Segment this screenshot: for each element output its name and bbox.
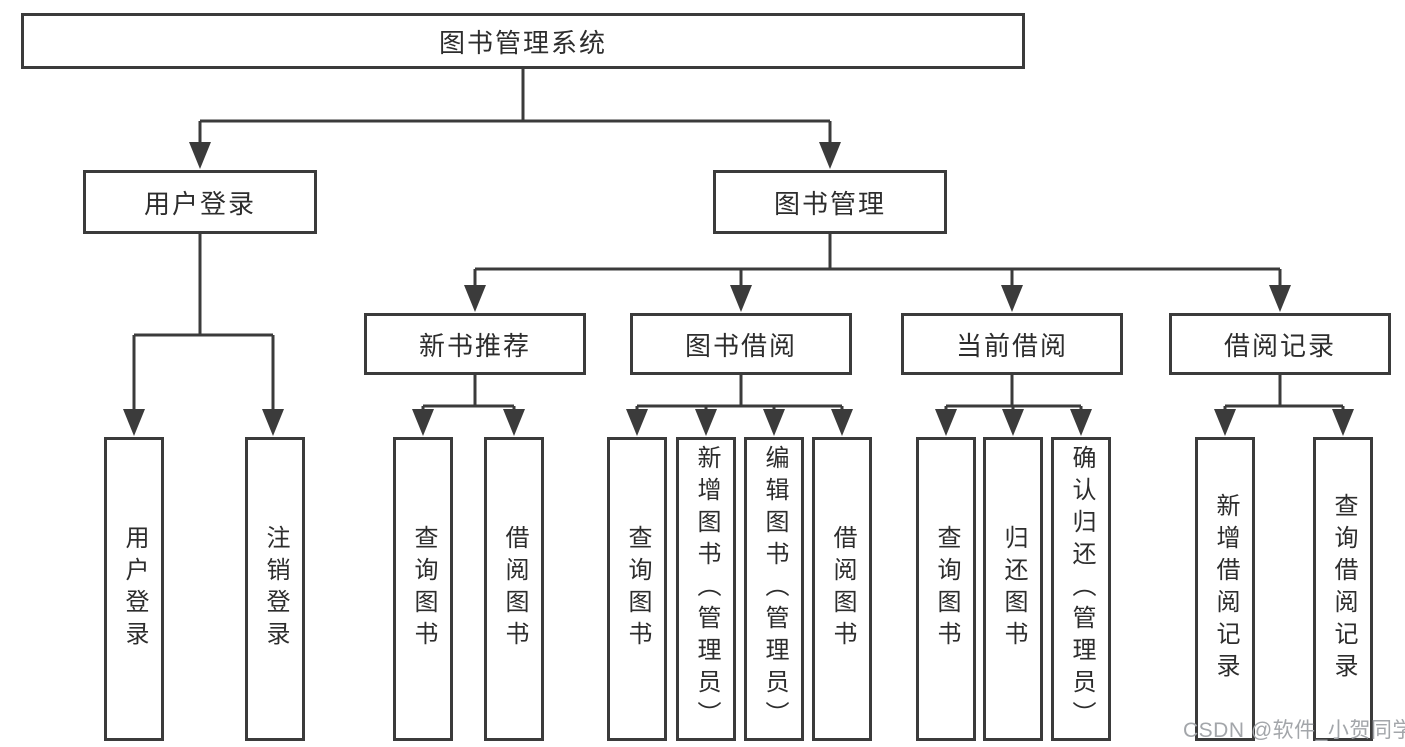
node-book-borrowing: 图书借阅 [630, 313, 852, 375]
leaf-borrowing-edit-books-admin-label: 编辑图书（管理员） [761, 445, 788, 733]
leaf-newbooks-query-books-label: 查询图书 [410, 525, 437, 653]
leaf-current-query-books: 查询图书 [916, 437, 976, 741]
leaf-logout-label: 注销登录 [262, 525, 289, 653]
leaf-logout: 注销登录 [245, 437, 305, 741]
leaf-user-login: 用户登录 [104, 437, 164, 741]
node-user-login: 用户登录 [83, 170, 317, 234]
leaf-borrowing-borrow-books-label: 借阅图书 [829, 525, 856, 653]
leaf-current-return-books-label: 归还图书 [1000, 525, 1027, 653]
csdn-watermark: CSDN @软件_小贺同学 [1183, 719, 1405, 742]
node-new-book-recommend-label: 新书推荐 [418, 330, 531, 361]
leaf-records-add-record-label: 新增借阅记录 [1212, 493, 1239, 685]
node-borrowing-records: 借阅记录 [1169, 313, 1391, 375]
leaf-records-query-record-label: 查询借阅记录 [1330, 493, 1357, 685]
leaf-current-return-books: 归还图书 [983, 437, 1043, 741]
leaf-records-add-record: 新增借阅记录 [1195, 437, 1255, 741]
leaf-borrowing-add-books-admin-label: 新增图书（管理员） [693, 445, 720, 733]
leaf-newbooks-borrow-books: 借阅图书 [484, 437, 544, 741]
leaf-borrowing-query-books-label: 查询图书 [624, 525, 651, 653]
node-current-borrowing-label: 当前借阅 [955, 330, 1068, 361]
node-root: 图书管理系统 [21, 13, 1025, 69]
leaf-borrowing-query-books: 查询图书 [607, 437, 667, 741]
node-root-label: 图书管理系统 [438, 27, 607, 58]
leaf-current-confirm-return-admin: 确认归还（管理员） [1051, 437, 1111, 741]
node-user-login-label: 用户登录 [143, 188, 256, 219]
arrowheads [123, 142, 1354, 436]
node-borrowing-records-label: 借阅记录 [1223, 330, 1336, 361]
leaf-current-confirm-return-admin-label: 确认归还（管理员） [1068, 445, 1095, 733]
leaf-user-login-label: 用户登录 [121, 525, 148, 653]
leaf-borrowing-borrow-books: 借阅图书 [812, 437, 872, 741]
node-new-book-recommend: 新书推荐 [364, 313, 586, 375]
node-book-management: 图书管理 [713, 170, 947, 234]
leaf-newbooks-query-books: 查询图书 [393, 437, 453, 741]
leaf-newbooks-borrow-books-label: 借阅图书 [501, 525, 528, 653]
leaf-current-query-books-label: 查询图书 [933, 525, 960, 653]
leaf-records-query-record: 查询借阅记录 [1313, 437, 1373, 741]
node-current-borrowing: 当前借阅 [901, 313, 1123, 375]
leaf-borrowing-edit-books-admin: 编辑图书（管理员） [744, 437, 804, 741]
node-book-management-label: 图书管理 [773, 188, 886, 219]
node-book-borrowing-label: 图书借阅 [684, 330, 797, 361]
leaf-borrowing-add-books-admin: 新增图书（管理员） [676, 437, 736, 741]
